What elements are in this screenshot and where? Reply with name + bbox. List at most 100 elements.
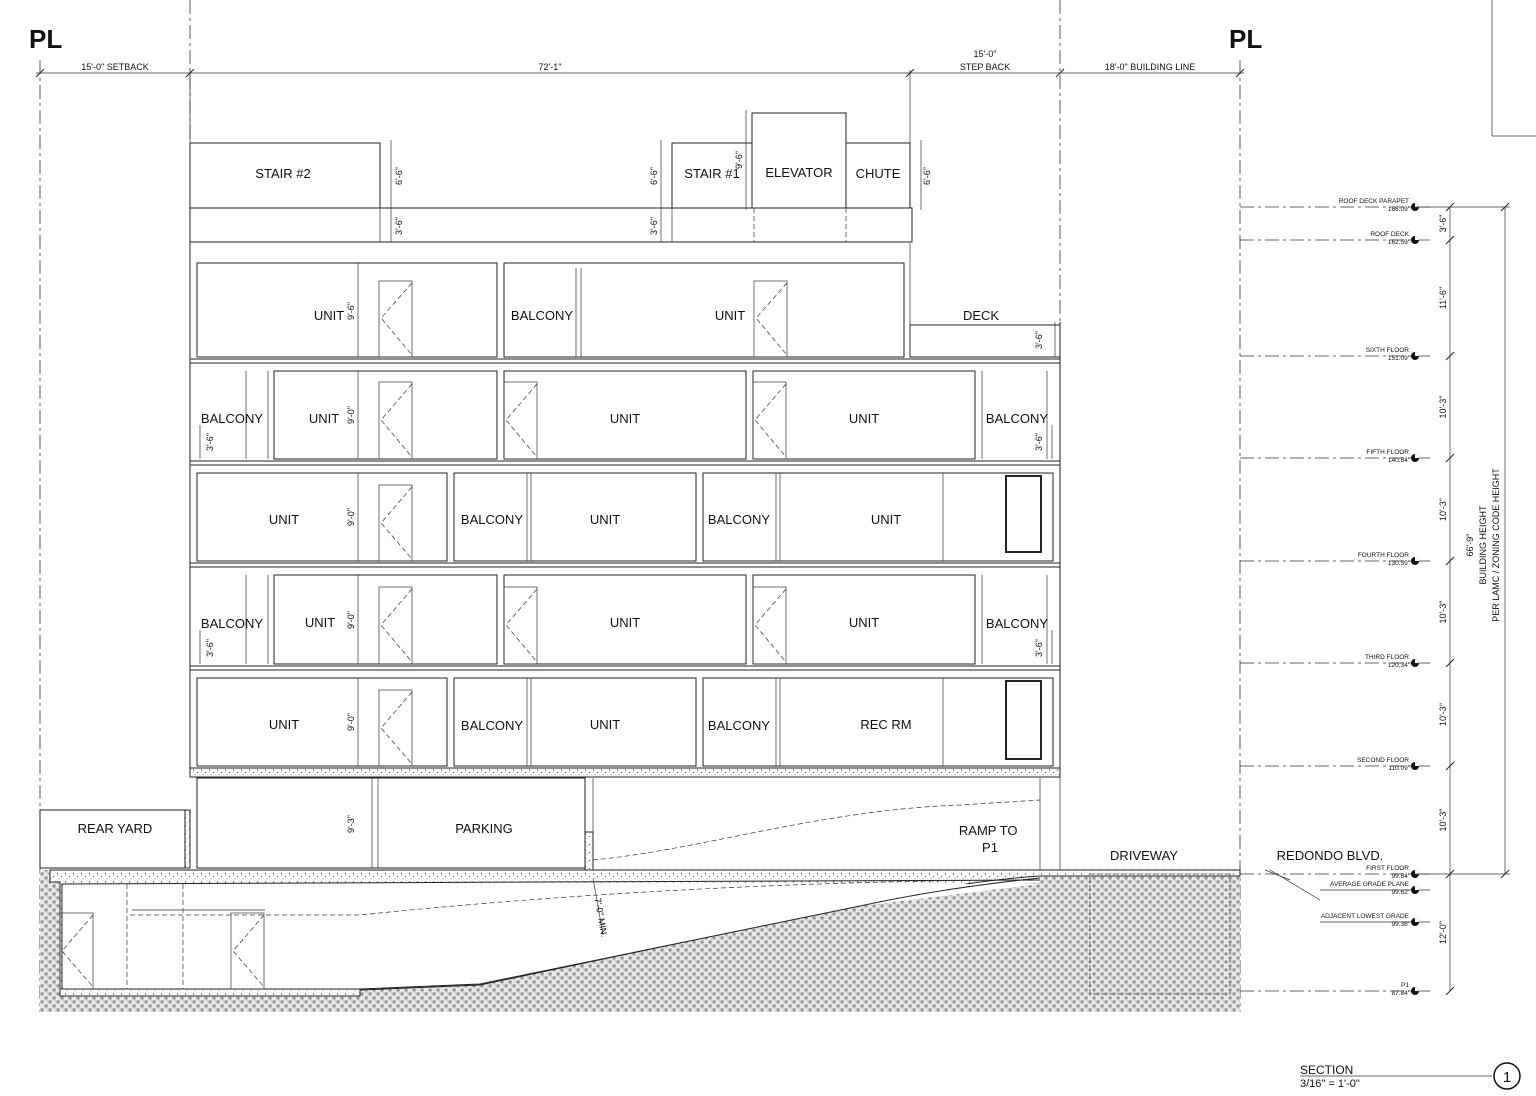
level-datum-quarter — [1415, 918, 1419, 922]
roof-level: STAIR #2 STAIR #1 ELEVATOR CHUTE 6'-6" 3… — [189, 110, 932, 243]
stair-1-label: STAIR #1 — [684, 166, 739, 181]
building-line-dimension: 18'-0" BUILDING LINE — [1105, 62, 1195, 72]
setback-dimension: 15'-0" SETBACK — [81, 62, 148, 72]
ramp-label: RAMP TO P1 — [959, 823, 1021, 855]
balcony-label-2b: BALCONY — [708, 718, 770, 733]
sixth-floor: UNIT BALCONY UNIT DECK 9'-6" 3'-6" — [196, 243, 1061, 358]
third-guard-dim-left: 3'-6" — [205, 639, 215, 657]
level-name: ROOF DECK — [1370, 231, 1409, 238]
fifth-guard-dim-right: 3'-6" — [1034, 433, 1044, 451]
stair-1-parapet-dim: 3'-6" — [649, 217, 659, 235]
level-dimension-text: 10'-3" — [1438, 601, 1448, 624]
fifth-floor-height-dim: 9'-0" — [346, 406, 356, 424]
rear-yard-label: REAR YARD — [78, 821, 153, 836]
level-name: P1 — [1401, 982, 1409, 989]
balcony-label-3a: BALCONY — [201, 616, 263, 631]
podium-slab — [189, 767, 1061, 778]
level-dimension-text: 12'-0" — [1438, 921, 1448, 944]
unit-label-6a: UNIT — [314, 308, 344, 323]
unit-label-5c: UNIT — [849, 411, 879, 426]
street-label: REDONDO BLVD. — [1277, 848, 1384, 863]
building-height-value: 66'-9" — [1465, 534, 1475, 557]
level-name: AVERAGE GRADE PLANE — [1330, 881, 1410, 888]
balcony-label-4a: BALCONY — [461, 512, 523, 527]
level-datum-quarter — [1415, 987, 1419, 991]
chute-height-dim: 6'-6" — [922, 167, 932, 185]
level-name: SIXTH FLOOR — [1366, 347, 1410, 354]
level-elevation: 140.84' — [1388, 457, 1409, 464]
level-dimension-text: 11'-6" — [1438, 287, 1448, 309]
stair-2-parapet-dim: 3'-6" — [394, 217, 404, 235]
third-guard-dim-right: 3'-6" — [1034, 639, 1044, 657]
sixth-floor-height-dim: 9'-6" — [346, 302, 356, 320]
step-back-label: STEP BACK — [960, 62, 1010, 72]
third-floor: BALCONY UNIT UNIT UNIT BALCONY 9'-0" 3'-… — [199, 574, 1053, 665]
level-datum-quarter — [1415, 454, 1419, 458]
ramp-label-line-2: P1 — [982, 840, 998, 855]
level-elevation: 87.84' — [1391, 990, 1409, 997]
second-floor-height-dim: 9'-0" — [346, 713, 356, 731]
unit-label-3b: UNIT — [610, 615, 640, 630]
deck-label: DECK — [963, 308, 999, 323]
parking-height-dim: 9'-3" — [346, 815, 356, 833]
level-elevation: 166.09' — [1388, 206, 1409, 213]
level-datum-quarter — [1415, 870, 1419, 874]
unit-label-6b: UNIT — [715, 308, 745, 323]
rec-room-label: REC RM — [860, 717, 911, 732]
level-name: ROOF DECK PARAPET — [1339, 198, 1409, 205]
balcony-label-6a: BALCONY — [511, 308, 573, 323]
fourth-floor: UNIT BALCONY UNIT BALCONY UNIT 9'-0" — [196, 472, 1054, 562]
level-dimension-tick — [1445, 556, 1455, 566]
level-name: FIFTH FLOOR — [1366, 449, 1409, 456]
elevator-height-dim: 9'-6" — [734, 151, 744, 169]
level-elevation: 99.38' — [1391, 921, 1409, 928]
stair-2-label: STAIR #2 — [255, 166, 310, 181]
unit-label-5b: UNIT — [610, 411, 640, 426]
level-name: SECOND FLOOR — [1357, 757, 1409, 764]
unit-label-2b: UNIT — [590, 717, 620, 732]
property-line-marker-left: PL — [29, 24, 62, 54]
floor-slabs — [189, 241, 1061, 770]
level-datum-quarter — [1415, 236, 1419, 240]
basement-level: 7'-0" MIN. DRIVEWAY REDONDO BLVD. — [40, 831, 1384, 1012]
building-length-dimension: 72'-1" — [539, 62, 562, 72]
level-dimension-text: 10'-3" — [1438, 396, 1448, 419]
level-name: THIRD FLOOR — [1365, 654, 1409, 661]
level-datum-quarter — [1415, 557, 1419, 561]
property-line-marker-right: PL — [1229, 24, 1262, 54]
elevator-label: ELEVATOR — [765, 165, 832, 180]
balcony-label-4b: BALCONY — [708, 512, 770, 527]
unit-label-4a: UNIT — [269, 512, 299, 527]
level-dimension-text: 10'-3" — [1438, 703, 1448, 726]
level-elevation: 120.34' — [1388, 662, 1409, 669]
level-elevation: 162.59' — [1388, 239, 1409, 246]
level-dimension-tick — [1445, 986, 1455, 996]
balcony-label-5b: BALCONY — [986, 411, 1048, 426]
level-dimension-tick — [1445, 658, 1455, 668]
level-dimension-text: 3'-6" — [1438, 215, 1448, 233]
building-height-line-2: PER LAMC / ZONING CODE HEIGHT — [1491, 468, 1501, 622]
level-elevation: 99.62' — [1391, 889, 1409, 896]
balcony-label-3b: BALCONY — [986, 616, 1048, 631]
unit-label-4c: UNIT — [871, 512, 901, 527]
balcony-label-5a: BALCONY — [201, 411, 263, 426]
section-scale: 3/16" = 1'-0" — [1300, 1078, 1360, 1090]
fifth-guard-dim-left: 3'-6" — [205, 433, 215, 451]
level-datum-quarter — [1415, 659, 1419, 663]
level-dimension-text: 10'-3" — [1438, 809, 1448, 832]
level-datum-quarter — [1415, 352, 1419, 356]
level-dimension-tick — [1445, 453, 1455, 463]
level-datum-quarter — [1415, 762, 1419, 766]
section-number: 1 — [1503, 1069, 1511, 1086]
level-name: FIRST FLOOR — [1366, 865, 1409, 872]
level-dimension-tick — [1445, 235, 1455, 245]
unit-label-3a: UNIT — [305, 615, 335, 630]
building-height-line-1: BUILDING HEIGHT — [1478, 505, 1488, 585]
step-back-value: 15'-0" — [974, 49, 997, 59]
fourth-floor-height-dim: 9'-0" — [346, 508, 356, 526]
chute-label: CHUTE — [856, 166, 901, 181]
title-block: SECTION 3/16" = 1'-0" 1 — [1300, 1062, 1521, 1090]
third-floor-height-dim: 9'-0" — [346, 611, 356, 629]
